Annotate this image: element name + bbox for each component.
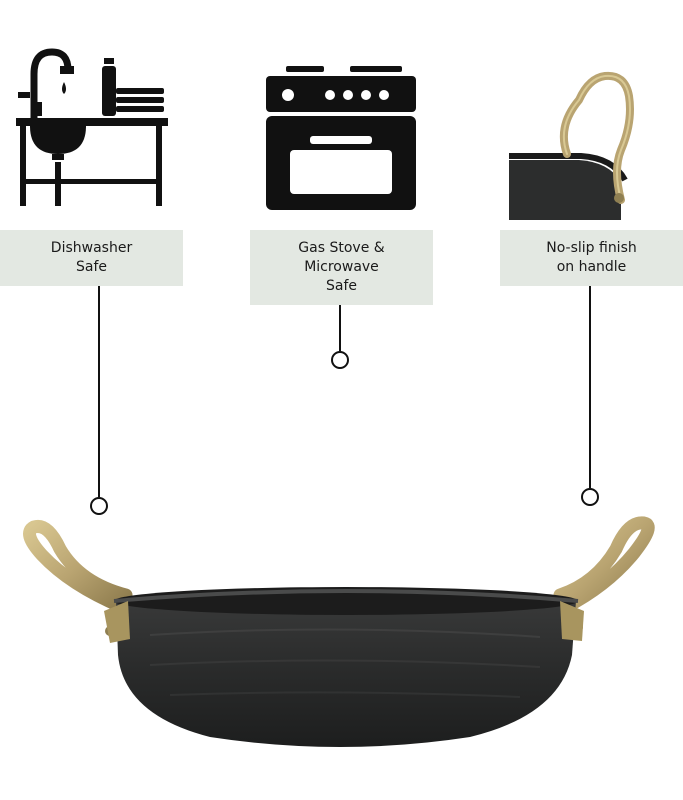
sink-dishes-icon	[16, 48, 168, 206]
feature-label-line: Safe	[325, 278, 357, 294]
pan-handle-closeup-icon	[509, 71, 634, 220]
feature-label-line: Safe	[75, 259, 107, 275]
connector-line	[339, 305, 341, 351]
right-handle	[553, 516, 655, 614]
left-handle	[23, 520, 133, 614]
feature-label-line: Microwave	[304, 259, 379, 275]
connector-dot	[90, 497, 108, 515]
connector-dot	[581, 488, 599, 506]
connector-dot	[331, 351, 349, 369]
feature-label-dishwasher: Dishwasher Safe	[0, 230, 183, 286]
connector-line	[98, 286, 100, 497]
kadai-pan-image	[23, 516, 655, 747]
feature-label-line: Gas Stove &	[298, 240, 385, 256]
feature-label-gas-stove: Gas Stove & Microwave Safe	[250, 230, 433, 305]
feature-label-line: No-slip finish	[546, 240, 637, 256]
feature-label-line: Dishwasher	[50, 240, 133, 256]
connector-line	[589, 286, 591, 488]
feature-label-no-slip: No-slip finish on handle	[500, 230, 683, 286]
feature-label-line: on handle	[556, 259, 627, 275]
gas-stove-oven-icon	[266, 66, 416, 210]
